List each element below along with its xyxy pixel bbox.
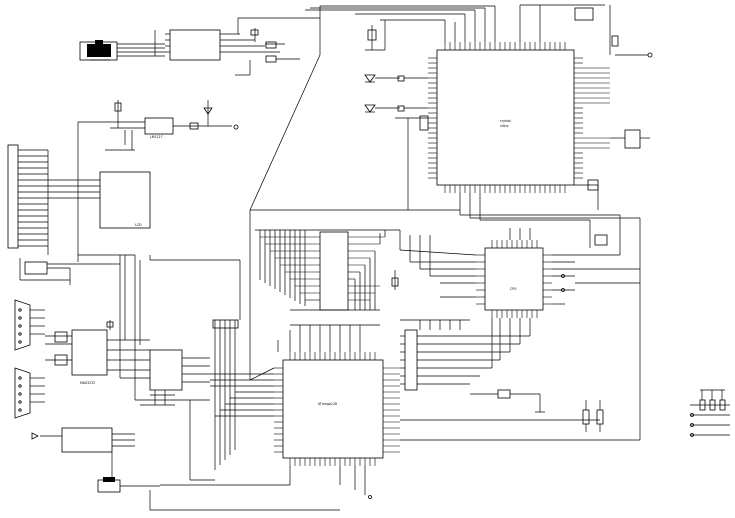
bottom-left-ic (31, 427, 160, 493)
dip-switch (79, 40, 165, 61)
side-connector-network (690, 389, 730, 437)
crystal-oscillator (365, 20, 386, 51)
lcd-module: LCD (99, 171, 151, 229)
fpga-chip: crystal xilinx (305, 4, 653, 210)
fpga-label-1: crystal (500, 119, 511, 123)
right-resistors (470, 389, 604, 432)
buffer-ic (140, 349, 210, 406)
lcd-label: LCD (135, 223, 142, 227)
cpld-label: CPU (510, 287, 517, 291)
mcu-chip: ATmega128 (149, 283, 641, 511)
small-connector (19, 254, 136, 400)
top-logic-ic (154, 17, 320, 76)
db9-connector-bottom (14, 367, 45, 419)
led-indicators (364, 74, 429, 210)
regulator-label: LM1117 (150, 135, 163, 139)
rs232-transceiver: MAX3232 (45, 320, 150, 385)
db9-connector-top (14, 299, 45, 351)
sram-chip (255, 229, 400, 311)
mcu-label: ATmega128 (318, 402, 337, 406)
voltage-regulator: LM1117 (77, 100, 239, 262)
transceiver-label: MAX3232 (80, 381, 95, 385)
left-header (7, 144, 100, 255)
fpga-label-2: xilinx (500, 124, 509, 128)
cpld-chip: CPU (391, 215, 641, 318)
